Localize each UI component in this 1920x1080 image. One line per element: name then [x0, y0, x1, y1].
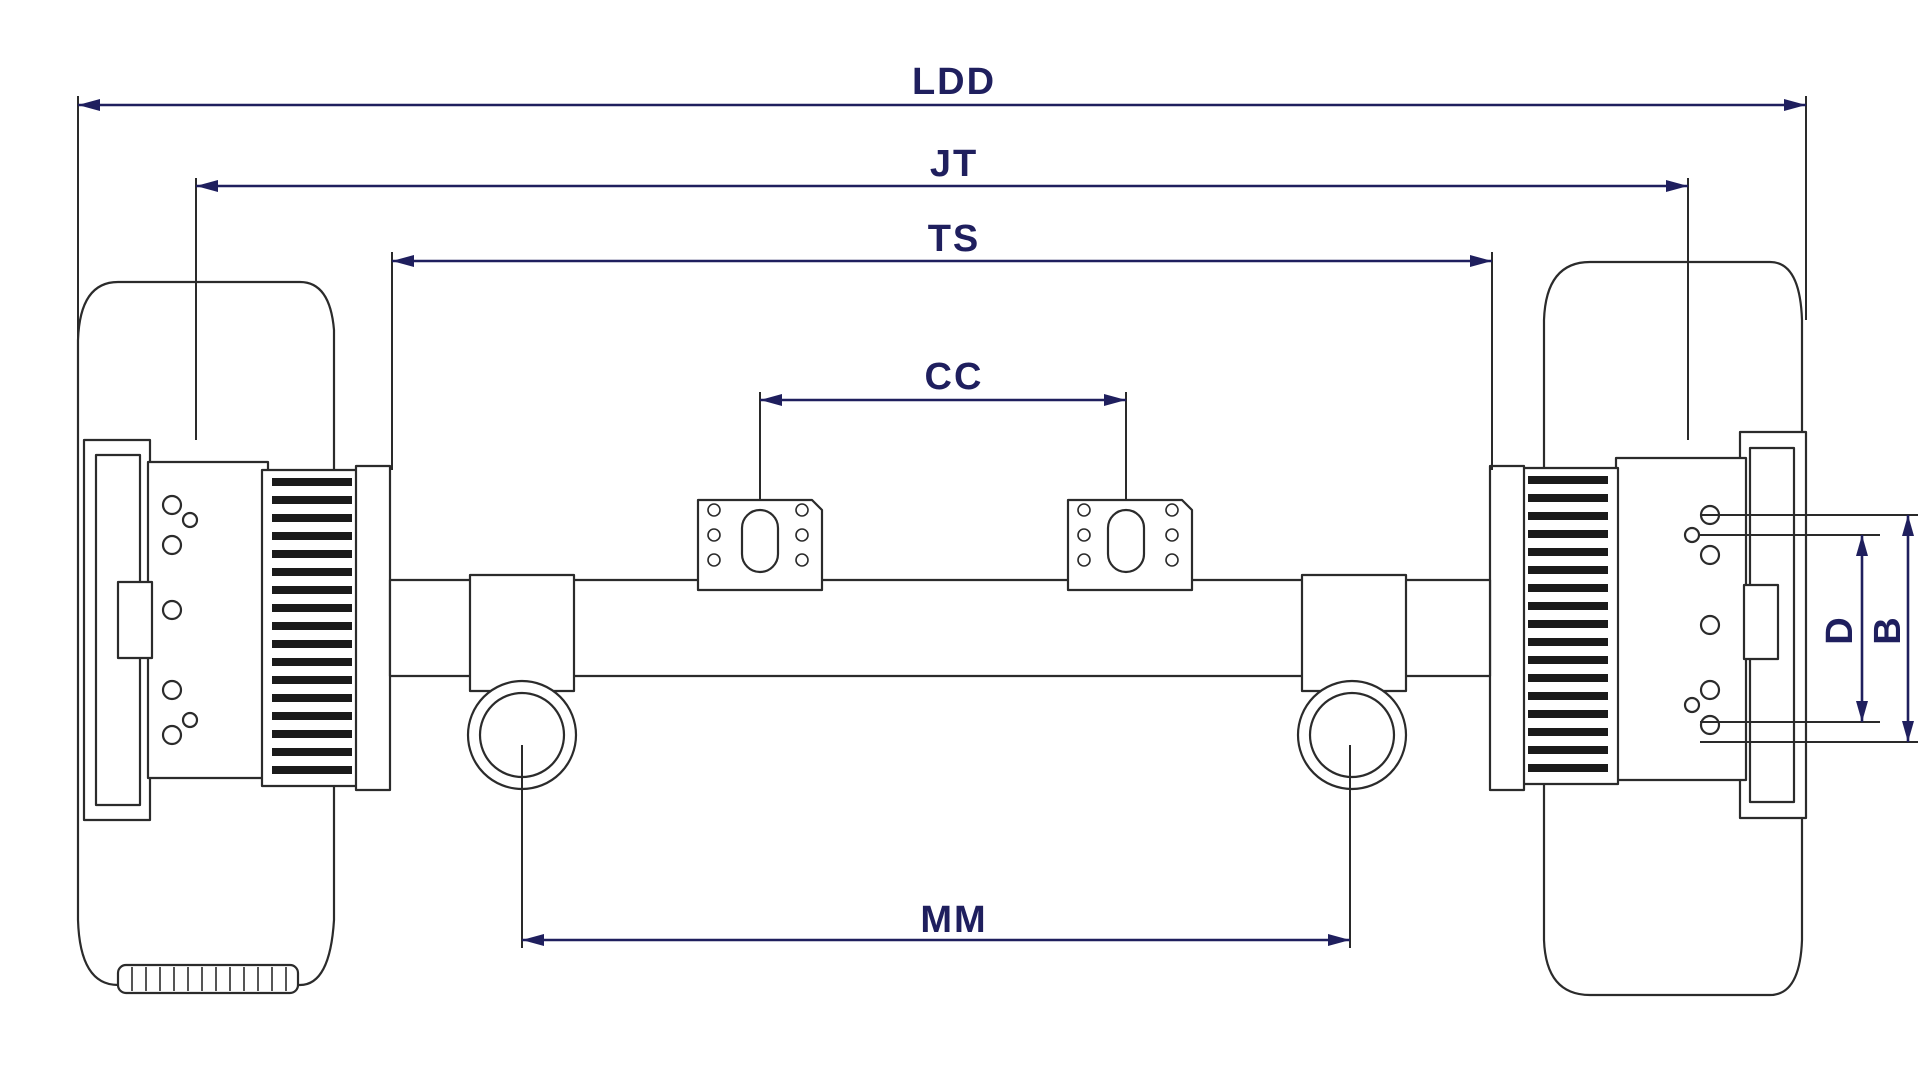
dimension-label-cc: CC [925, 356, 984, 398]
left-tread-lines [131, 967, 287, 991]
dimension-label-jt: JT [930, 143, 978, 185]
left-wheel [76, 280, 392, 995]
dimension-ts: TS [391, 218, 1493, 470]
left-hub-cap [116, 580, 154, 660]
right-axle-flange [1488, 464, 1526, 792]
left-hub-plate [146, 460, 270, 780]
right-wheel [1488, 260, 1808, 997]
dimension-label-ts: TS [928, 218, 981, 260]
left-mounting-bracket [696, 498, 824, 592]
dimension-jt: JT [195, 143, 1689, 440]
dimension-b: B [1700, 514, 1918, 743]
dimension-label-b: B [1867, 615, 1909, 644]
dimension-d: D [1700, 534, 1880, 723]
right-hub-cap [1742, 583, 1780, 661]
dimension-ldd: LDD [77, 61, 1807, 340]
dimension-label-d: D [1819, 615, 1861, 644]
right-drum-fins [1528, 476, 1608, 772]
left-tread [116, 963, 300, 995]
dimension-label-ldd: LDD [912, 61, 996, 103]
dimension-cc: CC [759, 356, 1127, 500]
dimension-mm: MM [521, 745, 1351, 948]
left-spring-seat [466, 573, 578, 791]
dimension-label-mm: MM [920, 899, 987, 941]
right-mounting-bracket [1066, 498, 1194, 592]
right-hub-plate [1614, 456, 1748, 782]
right-spring-seat [1296, 573, 1408, 791]
left-drum-fins [272, 478, 352, 774]
left-axle-flange [354, 464, 392, 792]
left-wheel-nuts [161, 494, 199, 746]
